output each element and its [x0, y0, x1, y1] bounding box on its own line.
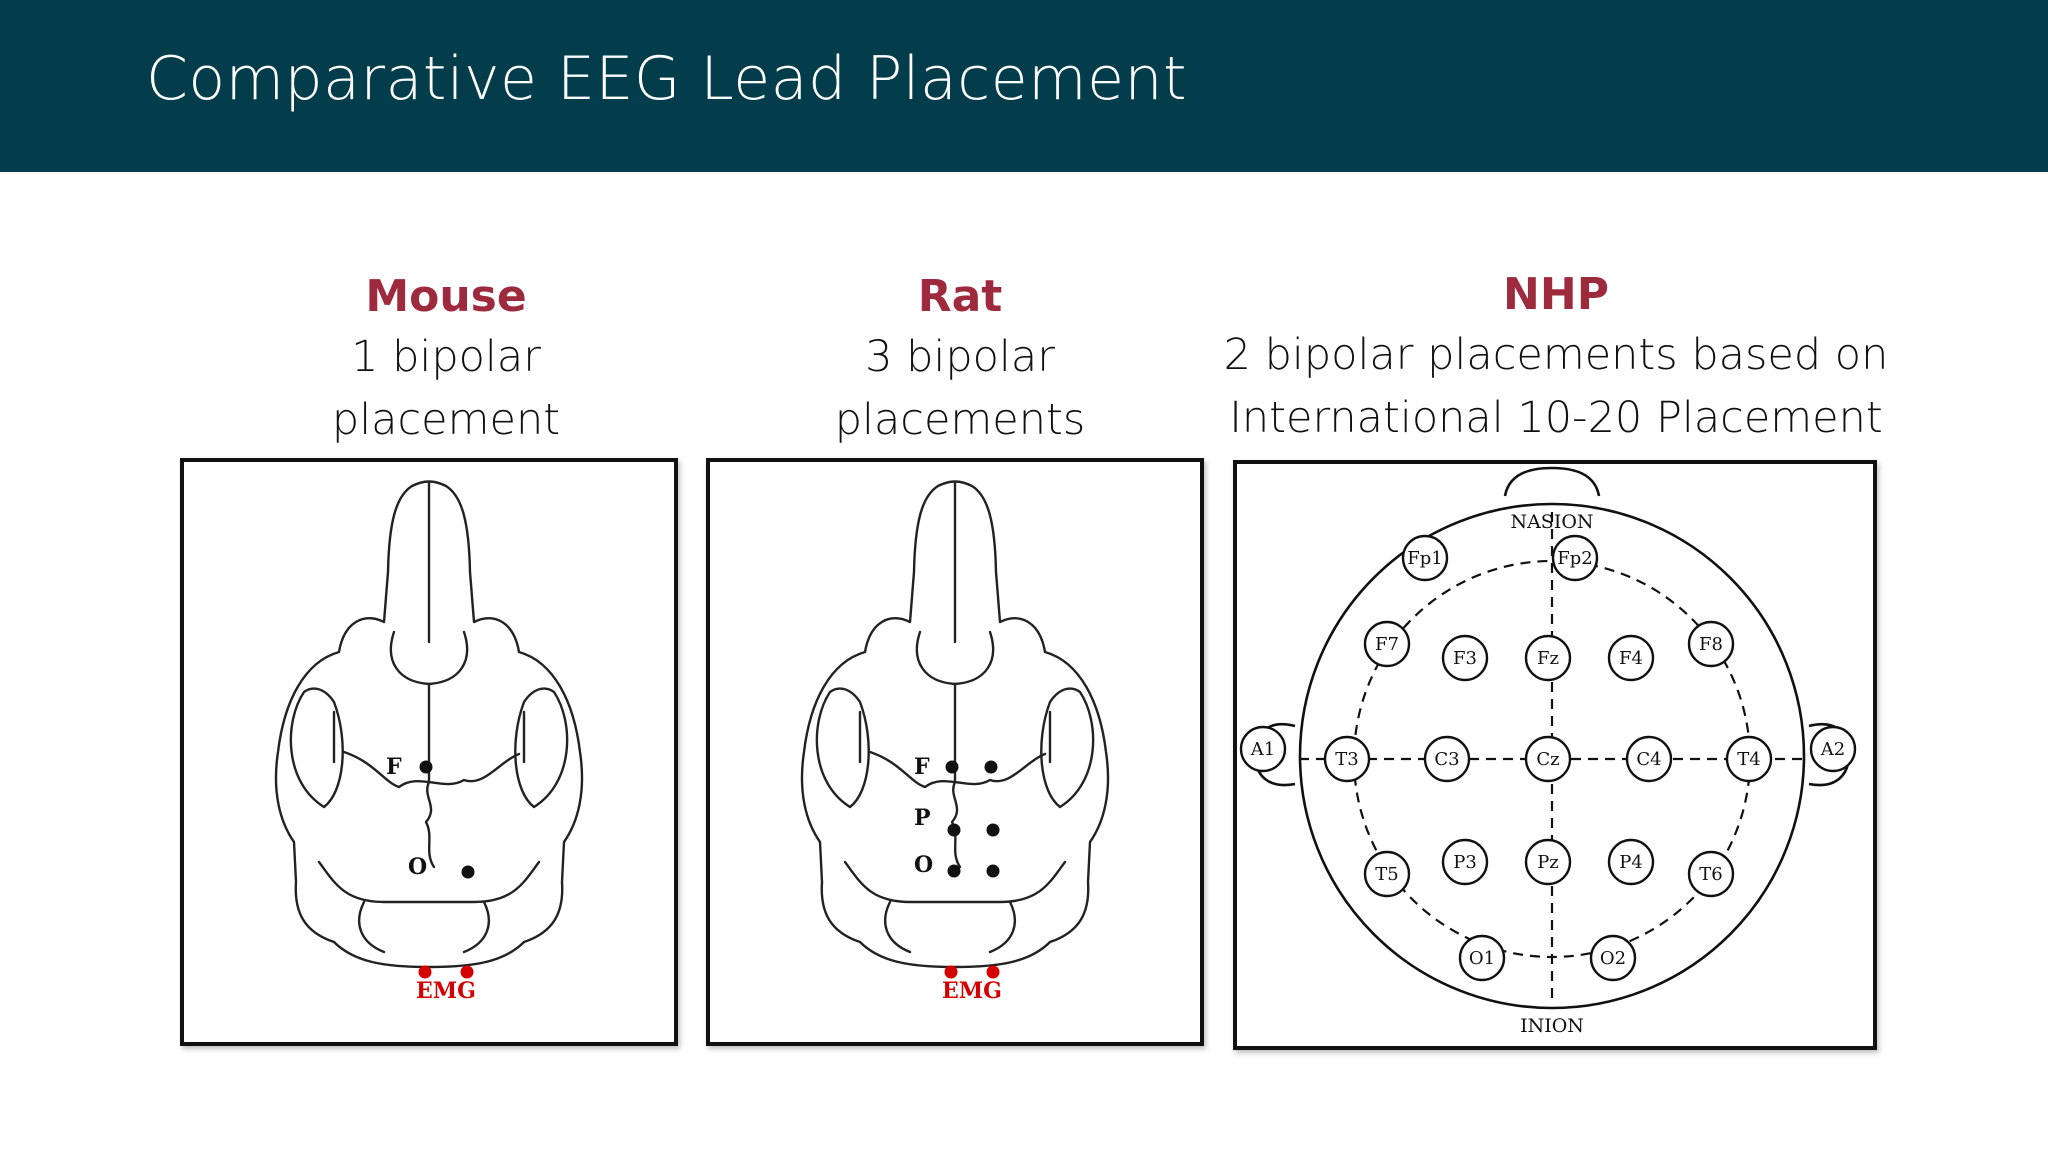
- electrode-f4-circle: [1607, 634, 1655, 682]
- electrode-t5-circle: [1363, 850, 1411, 898]
- rat-desc-line1: 3 bipolar: [865, 332, 1055, 382]
- rat-electrode-f-left: [945, 760, 959, 774]
- nhp-nasion-label: NASION: [1510, 511, 1593, 533]
- electrode-f8-label: F8: [1699, 634, 1723, 655]
- rat-emg-electrode-left: [944, 965, 958, 979]
- electrode-p4-label: P4: [1619, 852, 1643, 873]
- rat-skull-panel: F P O EMG: [706, 458, 1204, 1046]
- rat-label-p: P: [914, 805, 931, 831]
- mouse-desc-line2: placement: [331, 395, 561, 445]
- mouse-desc-line1: 1 bipolar: [351, 332, 541, 382]
- nhp-desc-line2: International 10-20 Placement: [1229, 393, 1883, 443]
- electrode-f7-circle: [1363, 620, 1411, 668]
- electrode-fp2-circle: [1551, 534, 1599, 582]
- rat-electrode-p-left: [947, 823, 961, 837]
- nhp-desc-line1: 2 bipolar placements based on: [1223, 330, 1889, 380]
- electrode-c3-label: C3: [1434, 749, 1459, 770]
- electrode-f3-label: F3: [1453, 648, 1477, 669]
- electrode-c4-circle: [1625, 735, 1673, 783]
- nhp-head-outline: [1253, 466, 1851, 1010]
- nhp-title: NHP: [1503, 269, 1609, 320]
- mouse-title: Mouse: [365, 271, 527, 322]
- rat-skull-outline: [800, 480, 1110, 969]
- electrode-c3-circle: [1423, 735, 1471, 783]
- electrode-f8-circle: [1687, 620, 1735, 668]
- electrode-a2-label: A2: [1820, 739, 1845, 760]
- electrode-o2-label: O2: [1600, 948, 1626, 969]
- electrode-t3-circle: [1323, 735, 1371, 783]
- electrode-f4-label: F4: [1619, 648, 1643, 669]
- electrode-cz-circle: [1524, 735, 1572, 783]
- rat-electrode-o-left: [947, 864, 961, 878]
- electrode-p4-circle: [1607, 838, 1655, 886]
- mouse-emg-electrode-right: [460, 965, 474, 979]
- mouse-emg-label: EMG: [416, 978, 476, 1004]
- rat-desc-line2: placements: [834, 395, 1086, 445]
- electrode-fz-circle: [1524, 634, 1572, 682]
- rat-label-f: F: [914, 754, 930, 780]
- slide-header: Comparative EEG Lead Placement: [0, 0, 2048, 172]
- nhp-heading: NHP 2 bipolar placements based on Intern…: [1216, 266, 1896, 450]
- electrode-o2-circle: [1589, 934, 1637, 982]
- electrode-t6-circle: [1687, 850, 1735, 898]
- electrode-c4-label: C4: [1636, 749, 1661, 770]
- electrode-fp1-circle: [1401, 534, 1449, 582]
- electrode-p3-label: P3: [1453, 852, 1477, 873]
- electrode-f7-label: F7: [1375, 634, 1399, 655]
- electrode-cz-label: Cz: [1536, 749, 1559, 770]
- electrode-a1-circle: [1239, 725, 1287, 773]
- electrode-f3-circle: [1441, 634, 1489, 682]
- electrode-fp1-label: Fp1: [1407, 548, 1442, 569]
- rat-heading: Rat 3 bipolar placements: [760, 268, 1160, 452]
- electrode-pz-circle: [1524, 838, 1572, 886]
- rat-electrode-p-right: [986, 823, 1000, 837]
- rat-electrode-o-right: [986, 864, 1000, 878]
- electrode-fz-label: Fz: [1537, 648, 1559, 669]
- electrode-a1-label: A1: [1250, 739, 1275, 760]
- electrode-t4-label: T4: [1737, 749, 1760, 770]
- mouse-skull-panel: F O EMG: [180, 458, 678, 1046]
- mouse-electrode-o: [461, 865, 475, 879]
- electrode-p3-circle: [1441, 838, 1489, 886]
- rat-title: Rat: [917, 271, 1003, 322]
- rat-label-o: O: [914, 852, 933, 878]
- mouse-skull-outline: [274, 480, 584, 969]
- electrode-t4-circle: [1725, 735, 1773, 783]
- rat-skull-diagram: F P O EMG: [800, 480, 1110, 1004]
- electrode-o1-circle: [1458, 934, 1506, 982]
- electrode-t6-label: T6: [1699, 864, 1722, 885]
- mouse-electrode-f: [419, 760, 433, 774]
- mouse-skull-diagram: F O EMG: [274, 480, 584, 1004]
- electrode-o1-label: O1: [1469, 948, 1495, 969]
- rat-electrode-f-right: [984, 760, 998, 774]
- electrode-t3-label: T3: [1335, 749, 1358, 770]
- slide-title: Comparative EEG Lead Placement: [146, 44, 1188, 114]
- electrode-pz-label: Pz: [1537, 852, 1559, 873]
- mouse-heading: Mouse 1 bipolar placement: [246, 268, 646, 452]
- mouse-label-f: F: [386, 754, 402, 780]
- electrode-fp2-label: Fp2: [1557, 548, 1592, 569]
- electrode-a2-circle: [1809, 725, 1857, 773]
- rat-emg-label: EMG: [942, 978, 1002, 1004]
- electrode-t5-label: T5: [1375, 864, 1398, 885]
- rat-emg-electrode-right: [986, 965, 1000, 979]
- mouse-emg-electrode-left: [418, 965, 432, 979]
- nhp-inion-label: INION: [1520, 1015, 1584, 1037]
- mouse-label-o: O: [408, 854, 427, 880]
